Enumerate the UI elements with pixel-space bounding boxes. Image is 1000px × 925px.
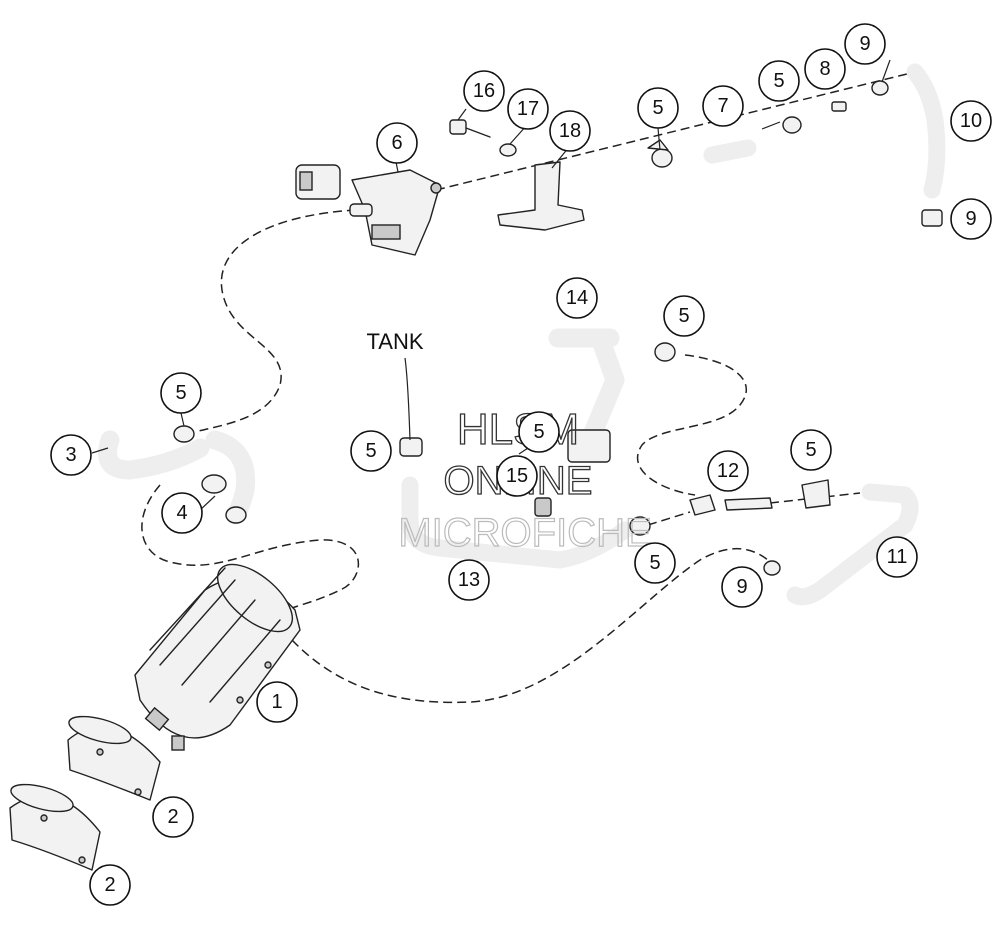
svg-text:1: 1 bbox=[271, 691, 282, 713]
hose-10 bbox=[906, 63, 946, 199]
hose-7 bbox=[703, 139, 757, 164]
bracket-18 bbox=[497, 161, 585, 231]
clamp-5-upper bbox=[647, 139, 673, 168]
callout-9: 9 bbox=[721, 566, 763, 608]
callout-5: 5 bbox=[160, 372, 202, 414]
callout-8: 8 bbox=[804, 48, 846, 90]
clamp-9-right bbox=[921, 209, 943, 227]
callout-5: 5 bbox=[758, 60, 800, 102]
callout-5: 5 bbox=[518, 411, 560, 453]
purge-valve bbox=[295, 164, 442, 256]
callout-14: 14 bbox=[556, 277, 598, 319]
bolt-16 bbox=[449, 119, 491, 138]
callout-17: 17 bbox=[507, 88, 549, 130]
svg-text:2: 2 bbox=[167, 806, 178, 828]
callout-3: 3 bbox=[50, 434, 92, 476]
callout-5: 5 bbox=[637, 87, 679, 129]
svg-text:5: 5 bbox=[652, 97, 663, 119]
callout-5: 5 bbox=[790, 429, 832, 471]
callout-13: 13 bbox=[448, 559, 490, 601]
svg-text:11: 11 bbox=[887, 546, 908, 568]
svg-text:7: 7 bbox=[717, 95, 728, 117]
callout-2: 2 bbox=[152, 796, 194, 838]
tank-leader bbox=[404, 357, 411, 441]
clamp-5-center-right bbox=[654, 342, 676, 362]
svg-text:12: 12 bbox=[717, 460, 739, 482]
callout-6: 6 bbox=[376, 122, 418, 164]
svg-text:17: 17 bbox=[517, 98, 539, 120]
hose-14 bbox=[548, 328, 625, 450]
washer-17 bbox=[499, 143, 517, 157]
watermark: HLSM ONLINE MICROFICHE bbox=[398, 404, 653, 555]
svg-text:6: 6 bbox=[391, 132, 402, 154]
svg-text:5: 5 bbox=[365, 440, 376, 462]
tank-label: TANK bbox=[366, 329, 423, 354]
clamp-5-far-right bbox=[801, 479, 831, 509]
hose-13 bbox=[401, 476, 634, 569]
svg-text:14: 14 bbox=[566, 287, 588, 309]
svg-text:18: 18 bbox=[559, 120, 581, 142]
hose-3 bbox=[98, 430, 210, 480]
svg-text:9: 9 bbox=[859, 33, 870, 55]
watermark-line3: MICROFICHE bbox=[398, 511, 651, 555]
callout-11: 11 bbox=[876, 536, 918, 578]
svg-text:5: 5 bbox=[773, 70, 784, 92]
svg-text:9: 9 bbox=[965, 208, 976, 230]
svg-text:5: 5 bbox=[678, 305, 689, 327]
callout-4: 4 bbox=[161, 492, 203, 534]
hose-11 bbox=[786, 483, 919, 606]
callout-10: 10 bbox=[950, 100, 992, 142]
watermark-line1: HLSM bbox=[457, 405, 579, 454]
clamp-left-lower bbox=[201, 474, 227, 494]
callout-18: 18 bbox=[549, 110, 591, 152]
svg-text:16: 16 bbox=[473, 80, 495, 102]
fitting-8 bbox=[831, 101, 847, 112]
vapor-line-routes bbox=[141, 71, 916, 704]
callout-9: 9 bbox=[950, 198, 992, 240]
svg-text:2: 2 bbox=[104, 874, 115, 896]
tee-fitting-12 bbox=[689, 494, 773, 516]
svg-text:13: 13 bbox=[458, 569, 480, 591]
callout-1: 1 bbox=[256, 681, 298, 723]
svg-text:5: 5 bbox=[533, 421, 544, 443]
charcoal-canister bbox=[134, 563, 301, 751]
svg-text:8: 8 bbox=[819, 58, 830, 80]
svg-text:3: 3 bbox=[65, 444, 76, 466]
callout-7: 7 bbox=[702, 85, 744, 127]
hose-4 bbox=[205, 430, 256, 525]
clamp-9-bottom bbox=[763, 560, 781, 576]
callout-2: 2 bbox=[89, 864, 131, 906]
canister-strap-lower bbox=[9, 783, 101, 871]
callout-15: 15 bbox=[496, 455, 538, 497]
svg-text:10: 10 bbox=[960, 110, 982, 132]
svg-text:15: 15 bbox=[506, 465, 528, 487]
clamp-9-top bbox=[871, 80, 889, 96]
svg-text:9: 9 bbox=[736, 576, 747, 598]
callout-9: 9 bbox=[844, 23, 886, 65]
callout-5: 5 bbox=[663, 295, 705, 337]
callout-5: 5 bbox=[350, 430, 392, 472]
canister-strap-upper bbox=[67, 715, 161, 801]
svg-text:5: 5 bbox=[649, 552, 660, 574]
callout-bubbles: 1 2 2 3 4 5 5 5 5 5 5 5 5 6 7 8 9 9 9 10… bbox=[50, 23, 992, 906]
valve-15 bbox=[534, 429, 611, 517]
callout-16: 16 bbox=[463, 70, 505, 112]
clamp-5-right bbox=[782, 116, 802, 134]
svg-text:4: 4 bbox=[176, 502, 187, 524]
callout-12: 12 bbox=[707, 450, 749, 492]
clamp-tank bbox=[399, 437, 423, 457]
svg-text:5: 5 bbox=[805, 439, 816, 461]
clamp-left-upper bbox=[173, 425, 195, 443]
callout-5: 5 bbox=[634, 542, 676, 584]
clamp-5-lower-center bbox=[629, 516, 651, 536]
svg-text:5: 5 bbox=[175, 382, 186, 404]
